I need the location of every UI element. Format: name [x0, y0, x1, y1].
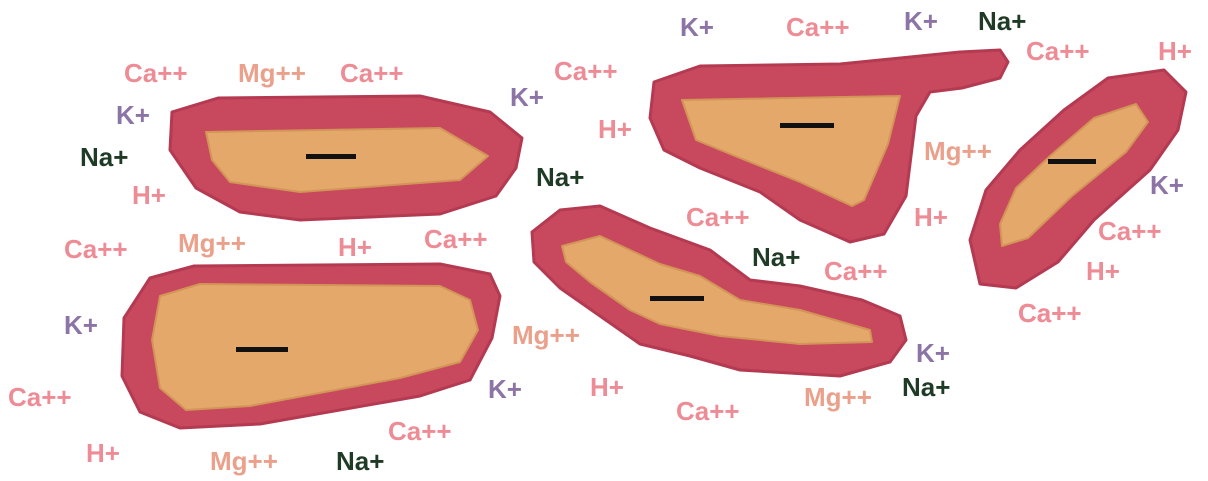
colloid-particle-2 — [122, 264, 500, 428]
ion-label: K+ — [116, 100, 150, 130]
negative-charge-mark — [650, 296, 704, 301]
ion-label: H+ — [590, 372, 624, 402]
ion-label: K+ — [1150, 170, 1184, 200]
ion-label: Ca++ — [786, 12, 850, 42]
ion-label: Ca++ — [388, 416, 452, 446]
ion-label: Ca++ — [8, 382, 72, 412]
ion-label: Ca++ — [1098, 216, 1162, 246]
ion-label: K+ — [680, 12, 714, 42]
ion-label: Ca++ — [124, 58, 188, 88]
ion-label: Mg++ — [924, 136, 992, 166]
ion-label: K+ — [904, 6, 938, 36]
ion-label: H+ — [86, 438, 120, 468]
negative-charge-mark — [780, 123, 834, 128]
negative-charge-mark — [306, 154, 356, 159]
ion-label: H+ — [598, 114, 632, 144]
ion-label: H+ — [338, 232, 372, 262]
ion-label: Ca++ — [686, 202, 750, 232]
ion-label: Na+ — [336, 446, 384, 476]
ion-label: Mg++ — [178, 228, 246, 258]
ion-label: H+ — [132, 180, 166, 210]
negative-charge-mark — [236, 347, 288, 352]
ion-label: K+ — [488, 374, 522, 404]
ion-label: Na+ — [752, 242, 800, 272]
ion-label: Ca++ — [340, 58, 404, 88]
ion-label: Ca++ — [424, 224, 488, 254]
ion-label: H+ — [1158, 36, 1192, 66]
ion-label: Ca++ — [1018, 298, 1082, 328]
ion-label: H+ — [1086, 256, 1120, 286]
ion-label: Mg++ — [238, 58, 306, 88]
ion-label: Ca++ — [64, 234, 128, 264]
ion-label: Na+ — [902, 372, 950, 402]
ion-label: K+ — [916, 338, 950, 368]
ion-label: Na+ — [978, 6, 1026, 36]
ion-label: Ca++ — [554, 56, 618, 86]
ion-label: H+ — [914, 202, 948, 232]
ion-label: Mg++ — [210, 446, 278, 476]
ion-label: Na+ — [536, 162, 584, 192]
ion-label: Na+ — [80, 142, 128, 172]
colloid-particle-1 — [170, 96, 522, 220]
ion-label: Ca++ — [676, 396, 740, 426]
ion-label: K+ — [64, 310, 98, 340]
ion-label: Mg++ — [512, 320, 580, 350]
ion-label: K+ — [510, 82, 544, 112]
ion-label: Ca++ — [1026, 36, 1090, 66]
ion-label: Mg++ — [804, 382, 872, 412]
negative-charge-mark — [1048, 159, 1096, 164]
ion-label: Ca++ — [824, 256, 888, 286]
